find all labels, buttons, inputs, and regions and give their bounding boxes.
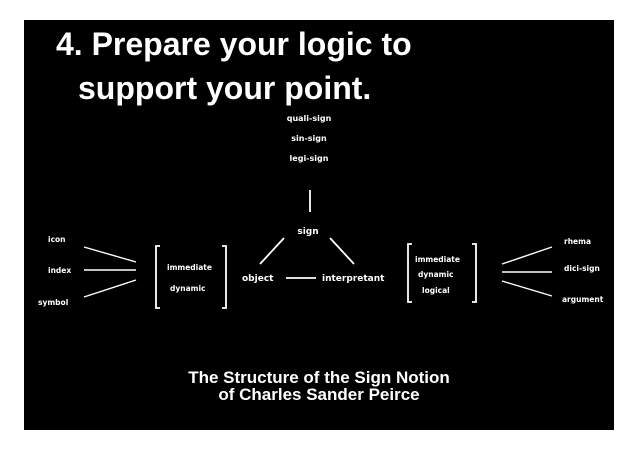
left-bracket-open — [155, 245, 160, 309]
slide-title-line-2: support your point. — [78, 70, 372, 106]
sign-structure-diagram: quali-sign sin-sign legi-sign sign objec… — [38, 114, 604, 309]
label-symbol: symbol — [38, 298, 68, 307]
label-legi-sign: legi-sign — [290, 154, 329, 163]
right-bracket-close — [472, 243, 477, 303]
label-right-dynamic: dynamic — [418, 270, 454, 279]
label-right-immediate: immediate — [415, 255, 460, 264]
label-object: object — [242, 274, 274, 284]
slide: 4. Prepare your logic to support your po… — [24, 20, 614, 430]
connector-argument — [501, 280, 553, 297]
label-sign: sign — [297, 227, 318, 237]
connector-sign-to-interpretant — [329, 237, 355, 265]
label-left-immediate: immediate — [167, 263, 212, 272]
label-index: index — [48, 266, 71, 275]
connector-icon — [83, 246, 137, 263]
connector-sign-to-object — [259, 237, 285, 265]
right-bracket-open — [407, 243, 412, 303]
diagram-caption-line-2: of Charles Sander Peirce — [218, 385, 420, 404]
label-right-logical: logical — [422, 286, 450, 295]
connector-rhema — [501, 246, 553, 265]
label-sin-sign: sin-sign — [291, 134, 327, 143]
left-bracket-close — [222, 245, 227, 309]
label-dici-sign: dici-sign — [564, 264, 600, 273]
label-rhema: rhema — [564, 237, 591, 246]
slide-title-line-1: 4. Prepare your logic to — [56, 26, 412, 62]
label-icon: icon — [48, 235, 66, 244]
diagram-caption-line-1: The Structure of the Sign Notion — [188, 368, 450, 387]
label-argument: argument — [562, 295, 604, 304]
label-quali-sign: quali-sign — [287, 114, 332, 123]
connector-symbol — [83, 279, 137, 298]
label-left-dynamic: dynamic — [170, 284, 206, 293]
label-interpretant: interpretant — [322, 274, 385, 284]
